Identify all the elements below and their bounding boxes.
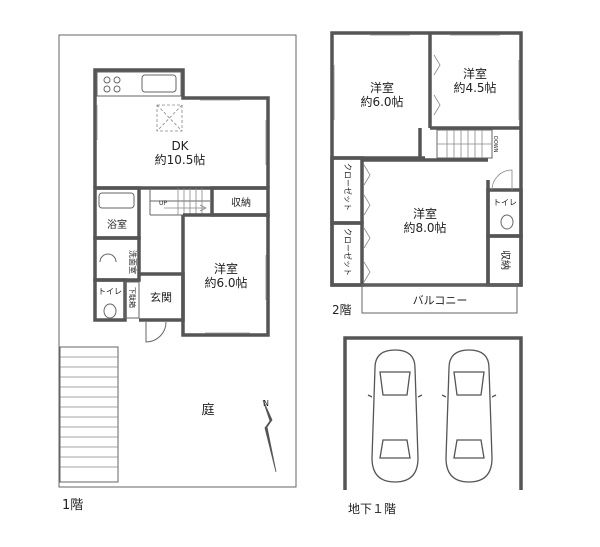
balcony [361, 284, 518, 314]
site-boundary [58, 34, 297, 488]
dk-walls [93, 68, 270, 188]
storage2-label: 収納 [499, 250, 512, 270]
toilet1-walls [93, 278, 127, 322]
north-arrow-icon: N [262, 399, 277, 473]
stove-burner-icon [113, 76, 121, 84]
stair-down-label: DOWN [492, 136, 498, 153]
shoe-box [124, 281, 140, 319]
bathtub-icon [98, 192, 135, 209]
floor1-caption: 1階 [62, 498, 83, 513]
room3-size: 約8.0帖 [403, 220, 446, 235]
kitchen-counter [96, 71, 182, 97]
floor1-plan: DK 約10.5帖 浴室 洗面室 トイレ 下駄箱 玄関 UP [58, 34, 297, 513]
dk-size: 約10.5帖 [155, 152, 206, 167]
garage-walls [343, 336, 523, 490]
car-icon [367, 349, 423, 483]
basement-caption: 地下１階 [348, 501, 396, 516]
toilet-icon [500, 214, 514, 230]
floor2-plan: 洋室 約6.0帖 洋室 約4.5帖 DOWN クローゼット クローゼット [330, 31, 523, 317]
room3-name: 洋室 [413, 206, 437, 221]
north-label: N [263, 399, 269, 408]
dk-name: DK [171, 139, 189, 153]
storage1-label: 収納 [231, 196, 251, 209]
western1-size: 約6.0帖 [204, 275, 247, 290]
closet1-label: クローゼット [343, 163, 353, 211]
closet2-walls [330, 221, 364, 287]
toilet2-label: トイレ [493, 198, 517, 207]
washroom-label: 洗面室 [128, 250, 138, 274]
toilet-icon [103, 303, 117, 319]
bath-label: 浴室 [107, 218, 127, 231]
garden-label: 庭 [201, 402, 214, 418]
room2-size: 約4.5帖 [453, 80, 496, 95]
sink-icon [141, 74, 177, 93]
toilet2-walls [486, 188, 523, 238]
floor2-caption: 2階 [332, 302, 352, 317]
toilet1-label: トイレ [98, 287, 122, 296]
closet2-label: クローゼット [343, 228, 353, 276]
stove-burner-icon [103, 85, 111, 93]
car-icon [441, 349, 497, 483]
room1-name: 洋室 [370, 80, 394, 95]
room2-name: 洋室 [463, 66, 487, 81]
stove-burner-icon [113, 85, 121, 93]
fridge-space [156, 104, 183, 132]
basement-plan: 地下１階 [343, 336, 523, 516]
western1-name: 洋室 [214, 261, 238, 276]
balcony-label: バルコニー [413, 294, 468, 307]
exterior-steps [59, 346, 119, 483]
stair-up-label: UP [159, 200, 167, 207]
western1-walls [181, 213, 270, 337]
stove-burner-icon [103, 76, 111, 84]
shoe-box-label: 下駄箱 [128, 287, 137, 308]
room1-size: 約6.0帖 [360, 94, 403, 109]
stairs-down [436, 129, 493, 159]
entrance-label: 玄関 [150, 290, 172, 304]
entrance-door [145, 321, 167, 343]
